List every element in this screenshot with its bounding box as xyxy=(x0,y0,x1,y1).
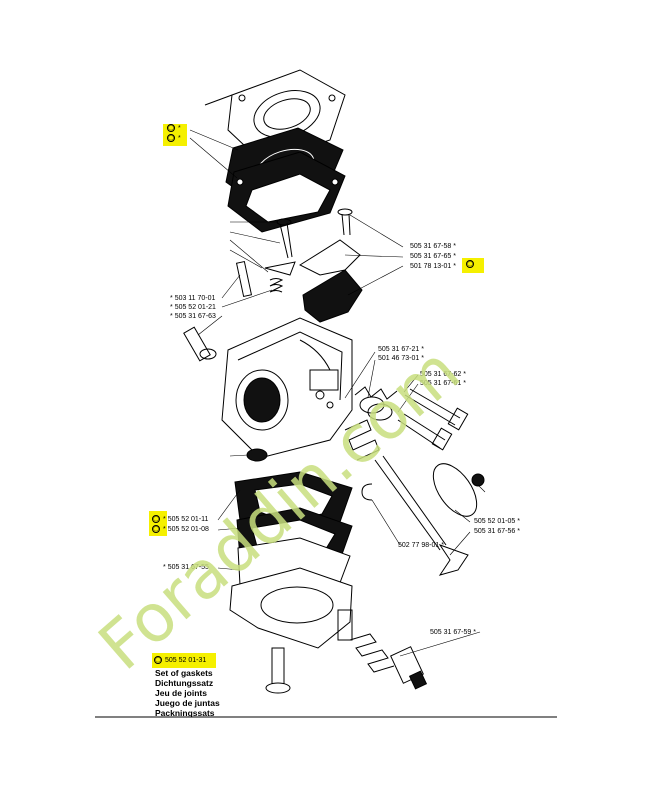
idle-spring xyxy=(349,633,428,690)
part-label: * 505 31 67-63 xyxy=(170,313,216,320)
part-label: 505 52 01-05 * xyxy=(474,518,520,525)
highlight-set-number xyxy=(152,653,216,668)
set-title-es: Juego de juntas xyxy=(155,698,220,708)
part-label: * 503 11 70-01 xyxy=(170,295,216,302)
pin-and-spring xyxy=(183,326,217,362)
part-label: * 505 52 01-21 xyxy=(170,304,216,311)
part-label: 505 31 67-61 * xyxy=(420,380,466,387)
cover-screw xyxy=(265,647,291,694)
part-label: ◯* 505 52 01-08 xyxy=(152,525,209,534)
part-label: * 505 31 67-55 xyxy=(163,564,209,571)
pump-gasket xyxy=(227,151,346,233)
part-label: ◯* 505 52 01-11 xyxy=(152,515,209,524)
part-label: 505 31 67-21 * xyxy=(378,346,424,353)
part-label: 502 77 98-01 * xyxy=(398,542,444,549)
part-label: 501 46 73-01 * xyxy=(378,355,424,362)
set-title-de: Dichtungssatz xyxy=(155,678,214,688)
metering-lever xyxy=(235,239,361,298)
throttle-shaft xyxy=(361,455,485,576)
part-label: 505 31 67-62 * xyxy=(420,371,466,378)
set-number-label: ◯505 52 01-31 xyxy=(154,656,207,665)
part-label: 505 31 67-65 * xyxy=(410,253,456,260)
metering-cover xyxy=(229,567,353,649)
gasket-symbol: ◯* xyxy=(167,134,181,143)
screws xyxy=(276,208,353,259)
gasket-symbol: ◯* xyxy=(167,124,181,133)
set-title-en: Set of gaskets xyxy=(155,668,213,678)
part-label: 501 78 13-01 * xyxy=(410,263,456,270)
fuel-strainer xyxy=(246,448,268,462)
set-title-sv: Packningssats xyxy=(155,708,215,718)
gasket-symbol: ◯ xyxy=(466,260,474,269)
part-label: 505 31 67-58 * xyxy=(410,243,456,250)
set-title-fr: Jeu de joints xyxy=(155,688,207,698)
part-label: 505 31 67-59 * xyxy=(430,629,476,636)
leader-lines xyxy=(189,129,486,657)
metering-plate xyxy=(302,269,363,323)
adjusting-springs xyxy=(344,386,469,461)
carburetor-body xyxy=(221,317,353,459)
part-label: 505 31 67-56 * xyxy=(474,528,520,535)
